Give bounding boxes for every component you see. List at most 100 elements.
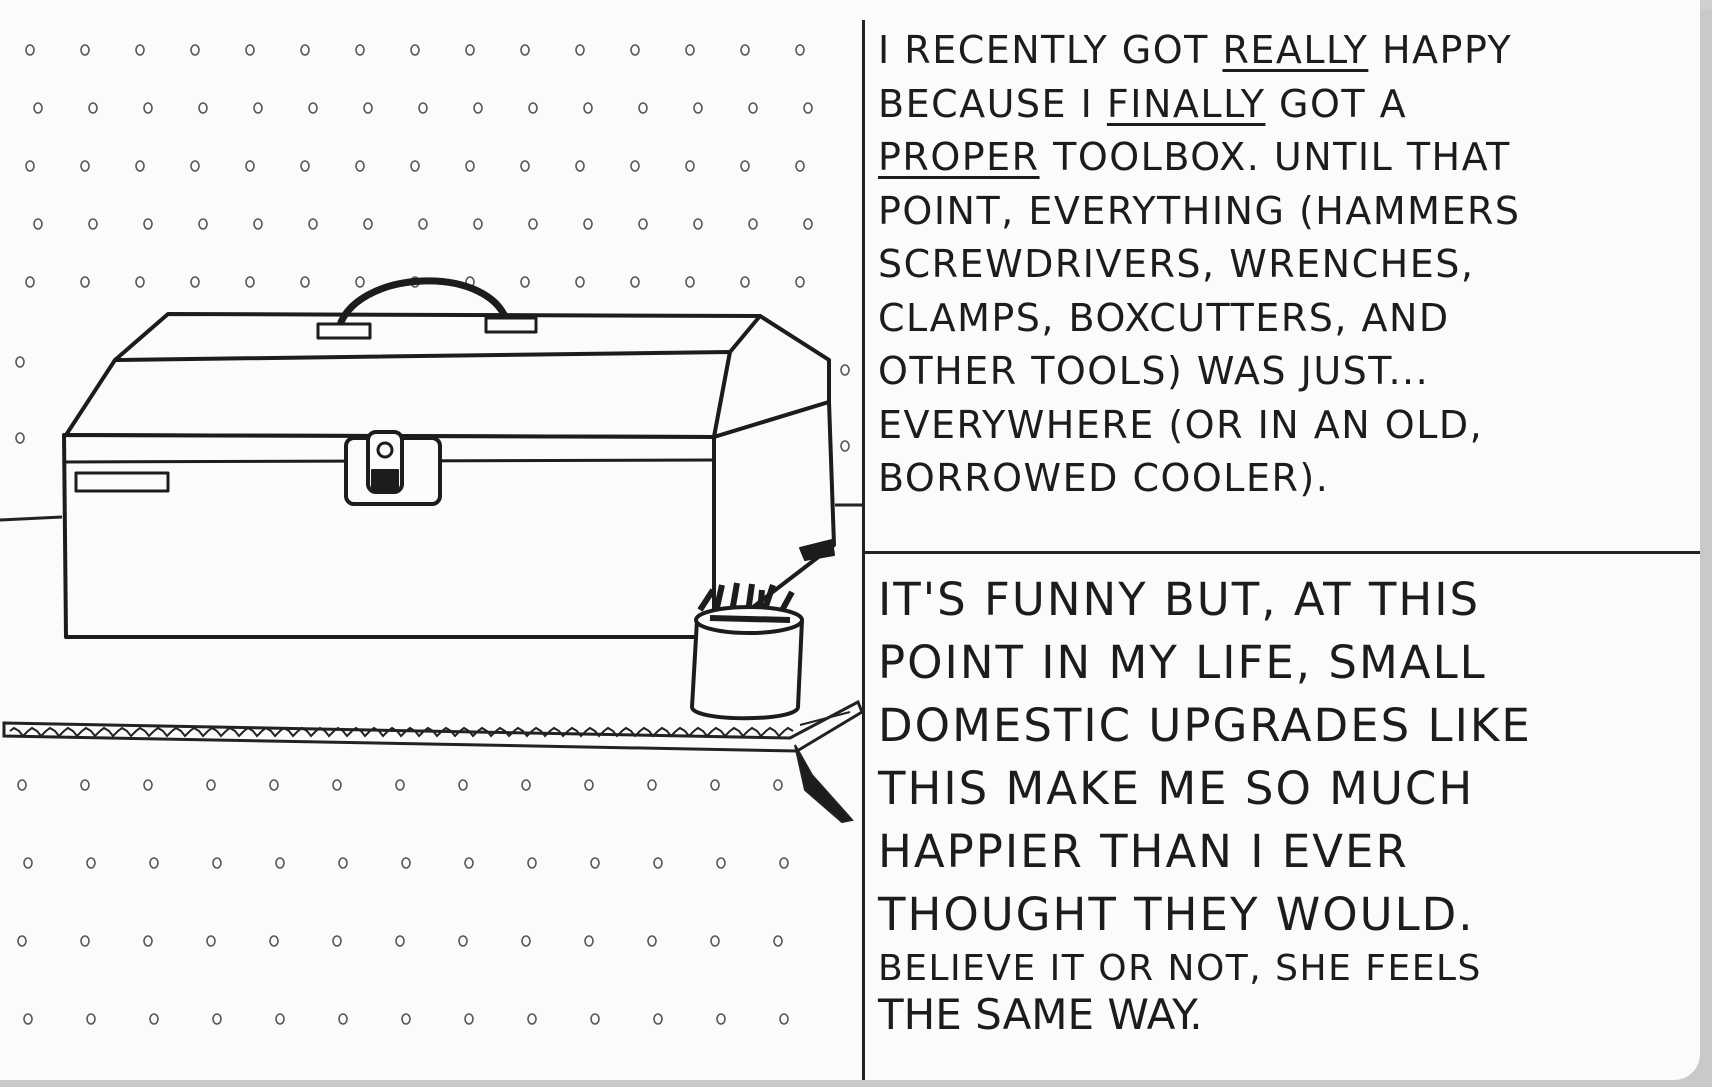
peg-hole [23, 1013, 33, 1025]
caption-line: the same way. [878, 990, 1203, 1039]
caption-line: clamps, boxcutters, and [878, 295, 1450, 340]
peg-hole [88, 218, 98, 230]
peg-hole [190, 160, 200, 172]
peg-hole [795, 160, 805, 172]
peg-hole [773, 935, 783, 947]
peg-hole [245, 44, 255, 56]
peg-hole [401, 857, 411, 869]
peg-hole [80, 160, 90, 172]
peg-hole [80, 276, 90, 288]
peg-hole [198, 102, 208, 114]
caption-line: thought they would. [878, 888, 1475, 941]
peg-hole [143, 102, 153, 114]
peg-hole [521, 779, 531, 791]
peg-hole [590, 857, 600, 869]
peg-hole [25, 160, 35, 172]
caption-line: proper toolbox. Until that [878, 135, 1511, 179]
peg-hole [803, 102, 813, 114]
peg-hole [583, 102, 593, 114]
peg-hole [584, 779, 594, 791]
peg-hole [332, 779, 342, 791]
peg-hole [458, 935, 468, 947]
pegboard [15, 44, 850, 1025]
peg-hole [25, 276, 35, 288]
peg-hole [363, 218, 373, 230]
peg-hole [80, 779, 90, 791]
caption-line: other tools) was just... [878, 349, 1430, 393]
peg-hole [269, 935, 279, 947]
peg-hole [630, 160, 640, 172]
caption-line: happier than I ever [878, 825, 1409, 878]
peg-hole [740, 276, 750, 288]
peg-hole [80, 44, 90, 56]
peg-hole [410, 44, 420, 56]
peg-hole [630, 44, 640, 56]
peg-hole [25, 44, 35, 56]
panel-divider-horizontal [862, 551, 1700, 554]
caption-line: borrowed cooler). [878, 456, 1330, 500]
caption-line: this make me so much [878, 762, 1475, 815]
peg-hole [355, 276, 365, 288]
peg-hole [584, 935, 594, 947]
toolbox-icon [62, 277, 836, 639]
peg-hole [17, 779, 27, 791]
peg-hole [473, 218, 483, 230]
peg-hole [840, 440, 850, 452]
peg-hole [527, 1013, 537, 1025]
peg-hole [338, 1013, 348, 1025]
peg-hole [458, 779, 468, 791]
peg-hole [86, 1013, 96, 1025]
peg-hole [198, 218, 208, 230]
peg-hole [332, 935, 342, 947]
peg-hole [685, 44, 695, 56]
peg-hole [300, 276, 310, 288]
peg-hole [520, 44, 530, 56]
peg-hole [23, 857, 33, 869]
peg-hole [465, 44, 475, 56]
peg-hole [748, 102, 758, 114]
peg-hole [355, 44, 365, 56]
peg-hole [583, 218, 593, 230]
peg-hole [275, 857, 285, 869]
peg-hole [190, 44, 200, 56]
peg-hole [647, 779, 657, 791]
peg-hole [465, 160, 475, 172]
peg-hole [748, 218, 758, 230]
peg-hole [779, 1013, 789, 1025]
peg-hole [520, 276, 530, 288]
peg-hole [795, 276, 805, 288]
peg-hole [473, 102, 483, 114]
peg-hole [355, 160, 365, 172]
toolbox-illustration [0, 44, 864, 1025]
caption-line: Believe it or not, she feels [878, 948, 1482, 989]
peg-hole [135, 44, 145, 56]
peg-hole [338, 857, 348, 869]
peg-hole [693, 218, 703, 230]
peg-hole [740, 160, 750, 172]
peg-hole [464, 1013, 474, 1025]
peg-hole [710, 935, 720, 947]
peg-hole [528, 218, 538, 230]
peg-hole [520, 160, 530, 172]
peg-hole [143, 779, 153, 791]
peg-hole [135, 276, 145, 288]
peg-hole [575, 160, 585, 172]
peg-hole [710, 779, 720, 791]
peg-hole [253, 102, 263, 114]
peg-hole [300, 44, 310, 56]
peg-hole [418, 218, 428, 230]
peg-hole [464, 857, 474, 869]
caption-line: because I finally got a [878, 81, 1408, 126]
caption-line: domestic upgrades like [878, 699, 1532, 752]
peg-hole [575, 276, 585, 288]
peg-hole [135, 160, 145, 172]
peg-hole [410, 160, 420, 172]
peg-hole [395, 779, 405, 791]
pencil-cup-icon [689, 582, 804, 721]
peg-hole [528, 102, 538, 114]
caption-line: It's funny but, at this [878, 573, 1481, 626]
peg-hole [685, 160, 695, 172]
panel-divider-vertical [862, 20, 865, 1080]
peg-hole [653, 1013, 663, 1025]
